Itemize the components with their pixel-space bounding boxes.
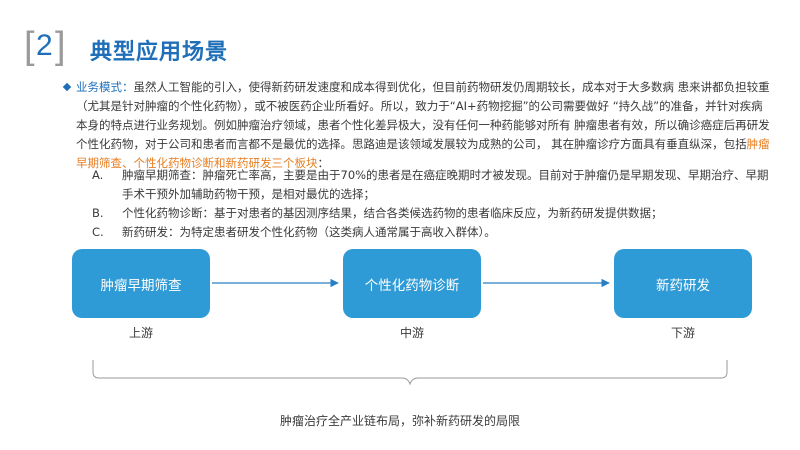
business-model-label: 业务模式： xyxy=(76,80,134,94)
flow-box-new-drug-rd: 新药研发 xyxy=(614,249,752,318)
list-item-text: 个性化药物诊断：基于对患者的基因测序结果，结合各类候选药物的患者临床反应，为新药… xyxy=(122,206,663,220)
list-marker: B. xyxy=(92,206,104,220)
summary-brace xyxy=(92,360,728,386)
flow-box-personalized-diagnosis: 个性化药物诊断 xyxy=(343,249,481,318)
list-marker: C. xyxy=(92,225,104,239)
left-bracket: [ xyxy=(24,25,35,67)
right-bracket: ] xyxy=(55,25,66,67)
list-item-text: 肿瘤早期筛查：肿瘤死亡率高，主要是由于70%的患者是在癌症晚期时才被发现。目前对… xyxy=(122,168,769,201)
business-model-text-end: ： xyxy=(317,156,330,170)
summary-caption: 肿瘤治疗全产业链布局，弥补新药研发的局限 xyxy=(279,414,520,428)
stage-label-midstream: 中游 xyxy=(399,326,424,340)
section-number-value: 2 xyxy=(36,29,53,62)
list-item: C. 新药研发：为特定患者研发个性化药物（这类病人通常属于高收入群体）。 xyxy=(92,223,772,242)
flow-box-label: 新药研发 xyxy=(656,277,710,294)
list-item: A. 肿瘤早期筛查：肿瘤死亡率高，主要是由于70%的患者是在癌症晚期时才被发现。… xyxy=(92,166,772,204)
flow-box-label: 肿瘤早期筛查 xyxy=(100,277,182,294)
flow-box-label: 个性化药物诊断 xyxy=(364,277,460,294)
section-number: [ 2 ] xyxy=(24,25,68,67)
list-marker: A. xyxy=(92,168,104,182)
business-model-text: 虽然人工智能的引入，使得新药研发速度和成本得到优化，但目前药物研发仍周期较长，成… xyxy=(76,80,770,151)
business-model-highlight: 肿瘤早期筛查、个性化药物诊断和新药研发三个板块 xyxy=(76,137,770,170)
stage-label-upstream: 上游 xyxy=(128,326,153,340)
list-item: B. 个性化药物诊断：基于对患者的基因测序结果，结合各类候选药物的患者临床反应，… xyxy=(92,204,772,223)
flow-box-early-screening: 肿瘤早期筛查 xyxy=(72,249,210,318)
list-item-text: 新药研发：为特定患者研发个性化药物（这类病人通常属于高收入群体）。 xyxy=(122,225,496,239)
page-title: 典型应用场景 xyxy=(90,40,229,65)
segment-list: A. 肿瘤早期筛查：肿瘤死亡率高，主要是由于70%的患者是在癌症晚期时才被发现。… xyxy=(92,166,772,242)
business-model-paragraph: 业务模式：虽然人工智能的引入，使得新药研发速度和成本得到优化，但目前药物研发仍周… xyxy=(76,78,772,173)
stage-label-downstream: 下游 xyxy=(670,326,695,340)
